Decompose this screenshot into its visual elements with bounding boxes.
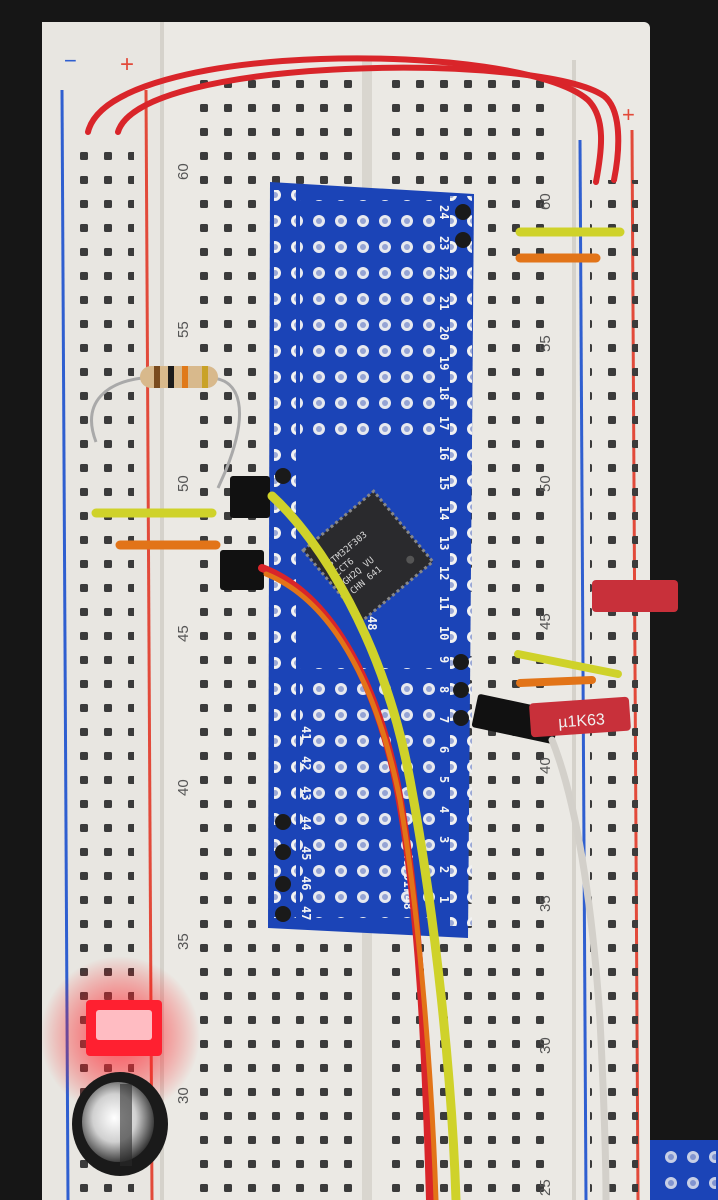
red-jumper-wires <box>85 55 622 185</box>
pcb-proto-grid <box>300 200 444 440</box>
row-number: 30 <box>537 1037 554 1054</box>
stm32-adapter-board: STM32F303 CCT6 GH2Q VU CHN 641 24 23 22 … <box>268 182 474 938</box>
rail-minus-symbol: − <box>64 48 77 73</box>
pcb-pin48-marker: 48 <box>365 616 379 630</box>
pcb-left-pin-numbers: 41 42 43 44 45 46 47 <box>299 726 313 920</box>
pin-number: 4 <box>437 806 451 813</box>
row-number: 50 <box>537 475 554 492</box>
row-number: 45 <box>537 613 554 630</box>
row-number: 25 <box>537 1179 554 1196</box>
resistor <box>90 366 241 489</box>
pin-number: 2 <box>437 866 451 873</box>
capacitor-labeled <box>529 696 631 738</box>
pin-number: 14 <box>437 506 451 520</box>
pin-number: 9 <box>437 656 451 663</box>
pin-number: 41 <box>299 726 313 740</box>
pin-number: 17 <box>437 416 451 430</box>
pin-number: 3 <box>437 836 451 843</box>
pin-number: 44 <box>299 816 313 830</box>
film-capacitors: µ1K63 <box>529 580 678 738</box>
pin-number: 20 <box>437 326 451 340</box>
row-number: 30 <box>175 1087 192 1104</box>
pin-number: 42 <box>299 756 313 770</box>
row-number: 35 <box>537 895 554 912</box>
pin-number: 6 <box>437 746 451 753</box>
capacitor-label: µ1K63 <box>558 711 606 731</box>
pin-number: 19 <box>437 356 451 370</box>
row-number: 40 <box>537 757 554 774</box>
pin-number: 24 <box>437 205 451 219</box>
long-jumper-wires <box>258 491 610 1200</box>
led <box>40 956 200 1116</box>
row-number: 60 <box>175 163 192 180</box>
row-number: 40 <box>175 779 192 796</box>
pcb-header-pins <box>275 204 471 922</box>
row-number: 60 <box>537 193 554 210</box>
right-rail-holes <box>590 180 638 1200</box>
pcb-right-pin-numbers: 24 23 22 21 20 19 18 17 16 15 14 13 12 1… <box>437 205 451 903</box>
short-jumpers <box>91 227 625 687</box>
pin-number: 16 <box>437 446 451 460</box>
pin-number: 22 <box>437 266 451 280</box>
pin-number: 5 <box>437 776 451 783</box>
pin-number: 13 <box>437 536 451 550</box>
pin-number: 10 <box>437 626 451 640</box>
pcb-right-pads <box>450 196 472 926</box>
pin-number: 45 <box>299 846 313 860</box>
electrolytic-capacitor <box>72 1072 168 1176</box>
pin-number: 18 <box>437 386 451 400</box>
pin-number: 11 <box>437 596 451 610</box>
pcb-left-pads <box>274 190 296 918</box>
pin-number: 12 <box>437 566 451 580</box>
pin-number: 23 <box>437 236 451 250</box>
pin-number: 43 <box>299 786 313 800</box>
right-row-numbers: 60 55 50 45 40 35 30 25 <box>537 193 554 1196</box>
pin-number: 8 <box>437 686 451 693</box>
row-number: 35 <box>175 933 192 950</box>
row-number: 55 <box>537 335 554 352</box>
mcu-chip: STM32F303 CCT6 GH2Q VU CHN 641 <box>301 489 435 623</box>
rail-plus-symbol: + <box>120 51 134 78</box>
pin-number: 1 <box>437 896 451 903</box>
row-number: 45 <box>175 625 192 642</box>
row-number: 50 <box>175 475 192 492</box>
pin-number: 7 <box>437 716 451 723</box>
capacitor-small <box>592 580 678 612</box>
pin-number: 15 <box>437 476 451 490</box>
rail-plus-symbol-right: + <box>622 102 635 127</box>
left-row-numbers: 60 55 50 45 40 35 30 <box>175 163 192 1104</box>
row-number: 55 <box>175 321 192 338</box>
pin-number: 46 <box>299 876 313 890</box>
corner-pcb-fragment <box>650 1140 718 1200</box>
pin-number: 47 <box>299 906 313 920</box>
pin-number: 21 <box>437 296 451 310</box>
